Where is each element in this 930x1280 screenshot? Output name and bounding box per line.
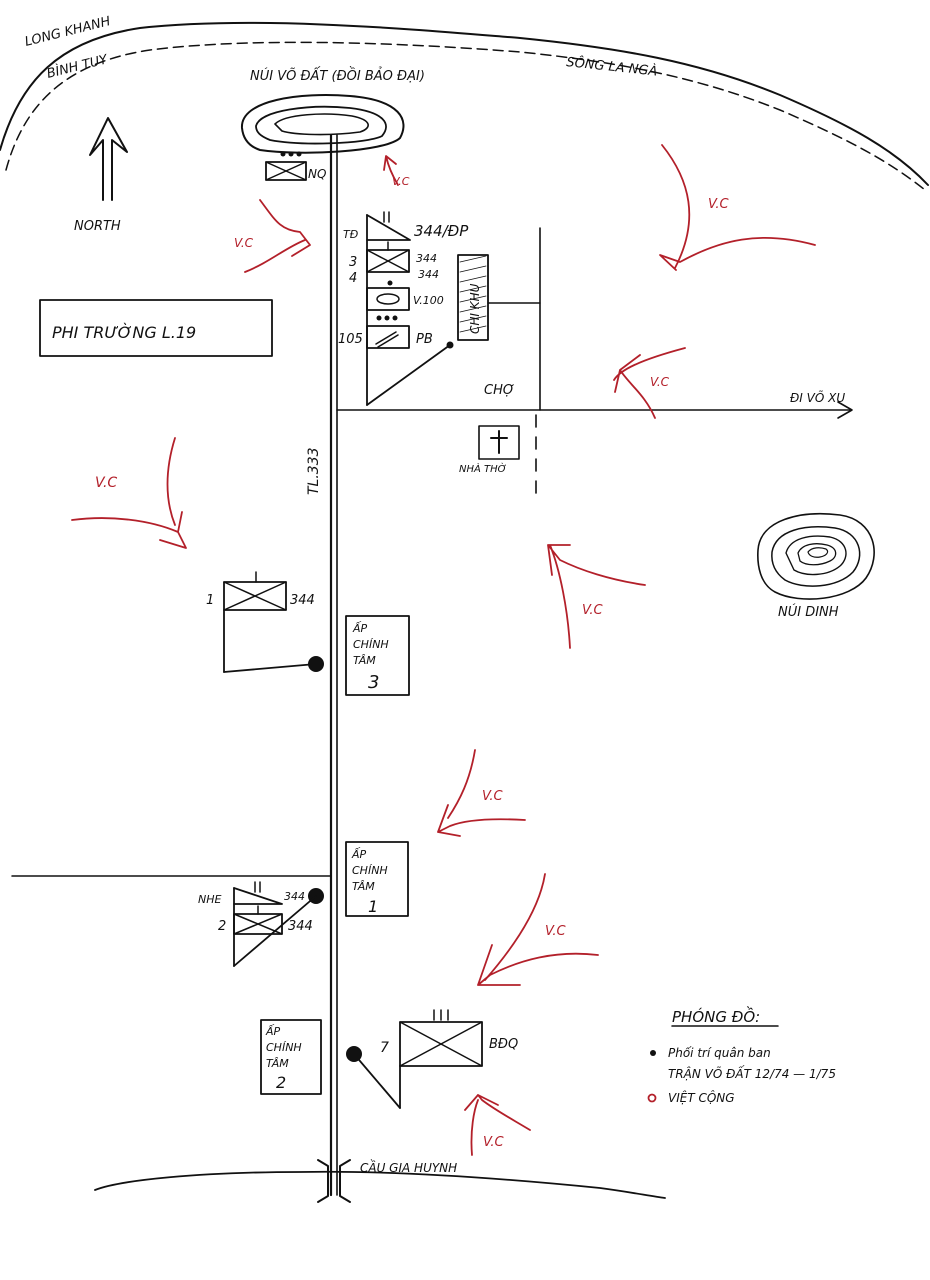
hamlet-3-box bbox=[345, 615, 410, 696]
nui-vo-dat-contours bbox=[240, 94, 405, 154]
vc-label-9: V.C bbox=[483, 1135, 505, 1150]
hamlet-2-line1: ẤP bbox=[265, 1024, 281, 1038]
gia-huynh-bridge bbox=[317, 1159, 351, 1203]
hamlet-1-box bbox=[345, 841, 409, 917]
label-num-4: 4 bbox=[349, 271, 357, 286]
market-roads bbox=[336, 227, 853, 501]
church-symbol bbox=[478, 425, 520, 460]
legend bbox=[647, 1025, 779, 1103]
vc-label-1: V.C bbox=[392, 175, 410, 188]
hamlet-1-line1: ẤP bbox=[351, 847, 367, 861]
label-v100: V.100 bbox=[413, 294, 444, 307]
label-cho: CHỢ bbox=[484, 383, 515, 398]
hamlet-3-line1: ẤP bbox=[352, 621, 368, 635]
legend-item1-line1: Phối trí quân ban bbox=[668, 1046, 771, 1060]
label-chi-khu: CHI KHU bbox=[468, 283, 482, 334]
north-label: NORTH bbox=[74, 219, 121, 234]
label-nq: NQ bbox=[308, 167, 326, 181]
road-label-tl333: TL.333 bbox=[306, 447, 322, 495]
hamlet-1-num: 1 bbox=[368, 897, 378, 916]
hamlet-3-num: 3 bbox=[368, 672, 379, 693]
label-song-la-nga: SÔNG LA NGÀ bbox=[566, 54, 659, 79]
vc-label-2: V.C bbox=[234, 236, 254, 250]
airfield-box bbox=[39, 299, 273, 357]
label-pb: PB bbox=[416, 332, 433, 347]
unit-1-344 bbox=[223, 571, 324, 673]
north-boundary bbox=[0, 21, 929, 191]
label-unit1-id: 344 bbox=[290, 593, 315, 608]
label-long-khanh: LONG KHANH bbox=[23, 14, 112, 50]
legend-item2: VIỆT CỘNG bbox=[668, 1091, 735, 1105]
district-hq bbox=[366, 211, 541, 406]
label-di-vo-xu: ĐI VÕ XU bbox=[790, 390, 845, 405]
vc-label-5: V.C bbox=[95, 475, 117, 491]
label-nhe-344: 344 bbox=[284, 890, 305, 903]
hamlet-2-line2: CHÍNH bbox=[266, 1041, 302, 1054]
vc-label-7: V.C bbox=[482, 789, 504, 804]
nui-dinh-contours bbox=[757, 512, 875, 600]
vc-label-3: V.C bbox=[708, 197, 730, 212]
label-num-3: 3 bbox=[349, 255, 357, 270]
label-bdq: BĐQ bbox=[489, 1037, 518, 1052]
label-nhe: NHE bbox=[198, 893, 222, 906]
label-344-a: 344 bbox=[416, 252, 437, 265]
label-unit2-num: 2 bbox=[218, 919, 226, 934]
south-river bbox=[94, 1170, 666, 1199]
vc-label-6: V.C bbox=[582, 603, 604, 618]
label-105: 105 bbox=[338, 332, 363, 347]
label-binh-tuy: BÌNH TUY bbox=[45, 51, 110, 82]
hamlet-3-line2: CHÍNH bbox=[353, 638, 389, 651]
label-unit1-num: 1 bbox=[206, 593, 214, 608]
hamlet-2-num: 2 bbox=[276, 1073, 286, 1092]
label-unit7-num: 7 bbox=[380, 1040, 389, 1056]
label-td: TĐ bbox=[343, 228, 358, 241]
vc-arrows bbox=[71, 144, 816, 1156]
north-arrow bbox=[89, 117, 128, 201]
label-344-b: 344 bbox=[418, 268, 439, 281]
unit-7-bdq bbox=[346, 1009, 483, 1109]
hamlet-1-line3: TÂM bbox=[352, 880, 375, 893]
hamlet-2-box bbox=[260, 1019, 322, 1095]
road-tl333 bbox=[329, 133, 338, 1197]
unit-nq bbox=[265, 151, 307, 181]
label-unit2-id: 344 bbox=[288, 919, 313, 934]
label-nui-dinh: NÚI DINH bbox=[778, 604, 839, 620]
label-nui-vo-dat: NÚI VÕ ĐẤT (ĐỒI BẢO ĐẠI) bbox=[250, 67, 425, 84]
label-cau-gia-huynh: CẦU GIA HUYNH bbox=[360, 1159, 457, 1175]
vc-label-4: V.C bbox=[650, 375, 670, 389]
vc-label-8: V.C bbox=[545, 924, 567, 939]
legend-title: PHÓNG ĐỒ: bbox=[672, 1005, 760, 1026]
airfield-label: PHI TRƯỜNG L.19 bbox=[52, 323, 196, 342]
label-344-dp: 344/ĐP bbox=[414, 222, 469, 240]
label-nha-tho: NHÀ THỜ bbox=[459, 462, 507, 475]
hamlet-3-line3: TÂM bbox=[353, 654, 376, 667]
legend-item1-line2: TRẬN VÕ ĐẤT 12/74 — 1/75 bbox=[668, 1065, 836, 1081]
hamlet-2-line3: TÂM bbox=[266, 1057, 289, 1070]
hamlet-1-line2: CHÍNH bbox=[352, 864, 388, 877]
unit-2-344 bbox=[233, 881, 324, 967]
